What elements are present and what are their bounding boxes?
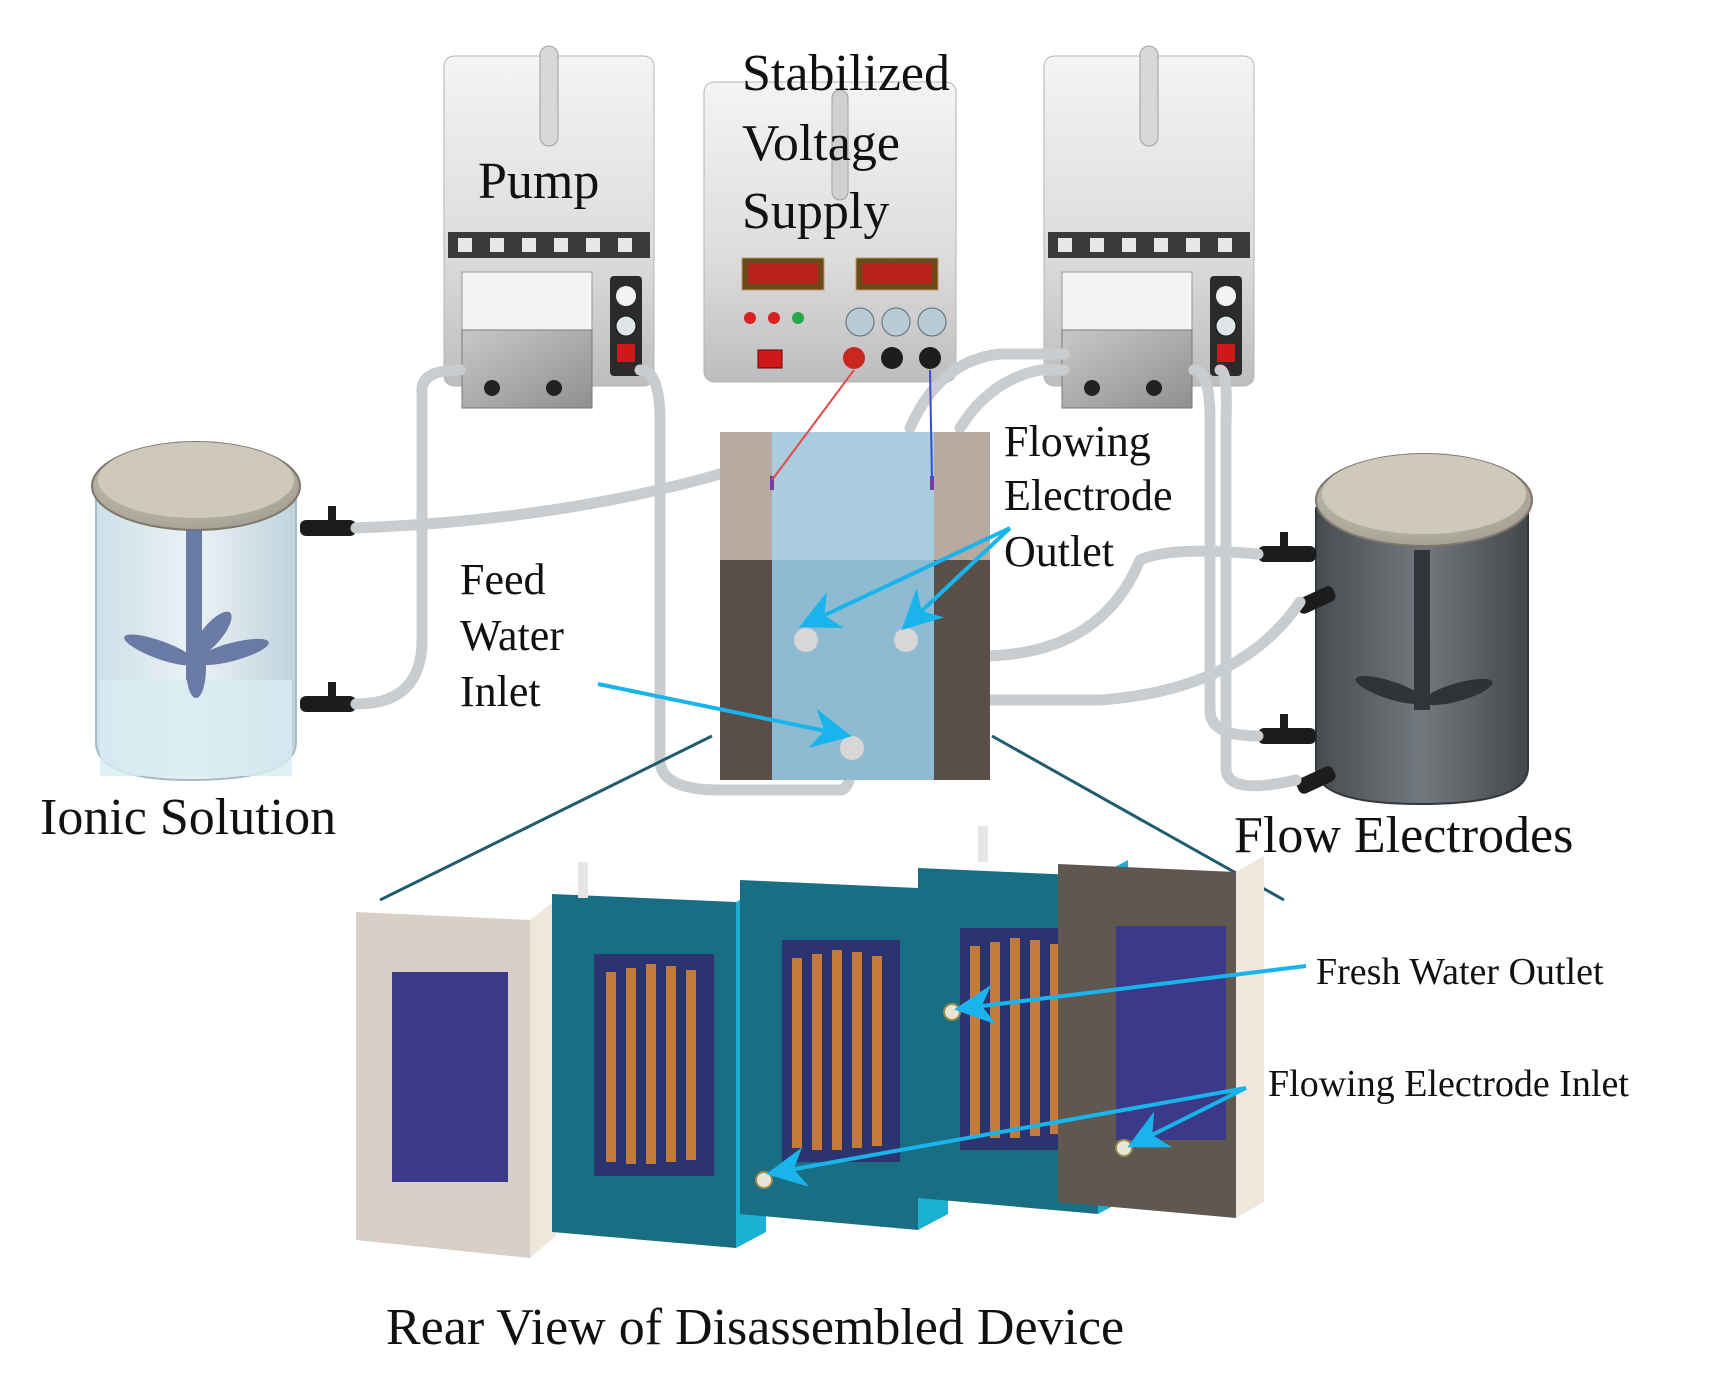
arrow-feed-water-inlet — [597, 682, 852, 748]
arrow-fresh-water-outlet — [954, 964, 1307, 1025]
pump-label: Pump — [478, 153, 599, 210]
pump-icon — [443, 45, 655, 409]
pump-left — [443, 45, 655, 409]
flowing-electrode-inlet-label: Flowing Electrode Inlet — [1268, 1063, 1629, 1105]
impeller-icon — [124, 530, 269, 698]
flowing-electrode-outlet-label: Flowing Electrode Outlet — [1004, 417, 1173, 576]
exploded-device — [356, 826, 1264, 1258]
anode-wire — [771, 369, 855, 481]
power-supply-icon — [703, 81, 957, 383]
fresh-water-outlet-label: Fresh Water Outlet — [1316, 951, 1604, 993]
beaker-valves — [1258, 532, 1336, 794]
voltage-supply — [703, 81, 957, 383]
svg-text:Stabilized: Stabilized — [742, 45, 950, 102]
rear-view-caption: Rear View of Disassembled Device — [386, 1299, 1124, 1356]
svg-text:Inlet: Inlet — [460, 667, 541, 716]
pump-right — [1043, 45, 1255, 409]
feed-water-inlet-label: Feed Water Inlet — [460, 555, 564, 716]
flow-electrodes-label: Flow Electrodes — [1234, 807, 1573, 864]
svg-text:Outlet: Outlet — [1004, 527, 1114, 576]
svg-text:Water: Water — [460, 611, 564, 660]
electrode-plate-icon — [356, 826, 1264, 1258]
projection-line-left — [379, 734, 713, 902]
callout-arrows — [597, 526, 1307, 1187]
ionic-solution-label: Ionic Solution — [40, 789, 336, 846]
arrow-electrode-inlet-b — [1127, 1086, 1247, 1148]
svg-text:Feed: Feed — [460, 555, 546, 604]
beaker-valves — [300, 506, 356, 712]
supply-label: Stabilized Voltage Supply — [742, 45, 950, 240]
assembled-cell — [720, 432, 990, 780]
pump-icon — [1043, 45, 1255, 409]
arrow-electrode-outlet-b — [901, 526, 1012, 631]
arrow-electrode-inlet-a — [766, 1086, 1247, 1187]
cathode-wire — [929, 369, 933, 481]
svg-text:Electrode: Electrode — [1004, 471, 1173, 520]
flow-electrodes-beaker — [1258, 453, 1533, 806]
ionic-solution-beaker — [91, 441, 356, 782]
svg-text:Supply: Supply — [742, 183, 889, 240]
impeller-icon — [1355, 550, 1493, 710]
svg-text:Voltage: Voltage — [742, 115, 900, 172]
svg-text:Flowing: Flowing — [1004, 417, 1151, 466]
arrow-electrode-outlet-a — [799, 526, 1011, 629]
